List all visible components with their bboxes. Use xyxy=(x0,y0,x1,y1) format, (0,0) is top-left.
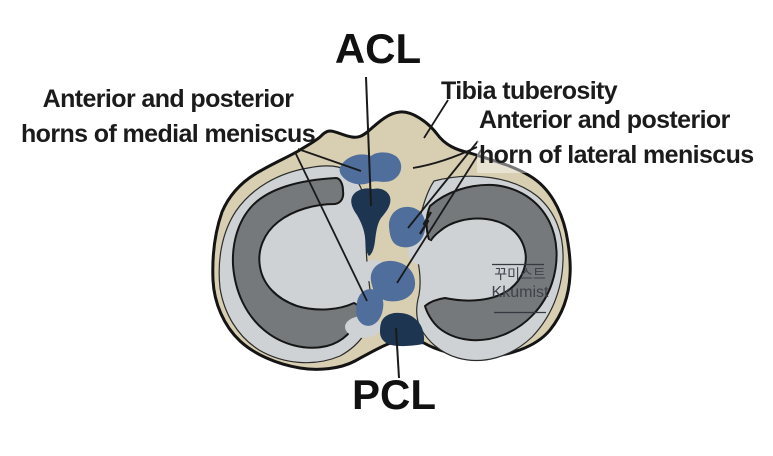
lateral-posterior-horn-pointer-line xyxy=(396,149,482,284)
watermark-korean-text: 꾸미스트 xyxy=(494,266,546,282)
pcl-title: PCL xyxy=(352,371,436,418)
lateral-meniscus-label: Anterior and posterior horn of lateral m… xyxy=(477,103,757,173)
posterior-horn-medial-attachment xyxy=(356,289,384,326)
lateral-meniscus-label-line1: Anterior and posterior xyxy=(479,106,730,134)
watermark: 꾸미스트 Kkumist xyxy=(479,265,561,303)
medial-meniscus xyxy=(231,177,361,349)
acl-attachment xyxy=(351,188,391,256)
medial-meniscus-label-line2: horns of medial meniscus xyxy=(20,120,316,148)
lateral-meniscus xyxy=(424,183,558,342)
central-cartilage-patch xyxy=(408,239,438,265)
pcl-pointer-line xyxy=(395,327,400,379)
acl-pointer-line xyxy=(365,76,372,207)
medial-meniscus-label: Anterior and posterior horns of medial m… xyxy=(2,82,334,152)
lateral-meniscus-label-line2: horn of lateral meniscus xyxy=(477,138,757,173)
medial-meniscus-label-line1: Anterior and posterior xyxy=(42,85,294,113)
watermark-latin-text: Kkumist xyxy=(491,284,549,301)
lateral-meniscus-label-line2-text: horn of lateral meniscus xyxy=(477,138,757,173)
acl-title: ACL xyxy=(334,25,422,72)
lateral-anterior-horn-pointer-line xyxy=(407,140,479,229)
pcl-attachment xyxy=(380,312,425,347)
medial-anterior-horn-pointer-line xyxy=(297,148,362,172)
tibia-tuberosity-label: Tibia tuberosity xyxy=(441,77,618,105)
tibia-tuberosity-pointer-line xyxy=(423,99,449,139)
medial-posterior-horn-pointer-line xyxy=(294,151,368,302)
pointer-arrowhead xyxy=(418,211,433,235)
